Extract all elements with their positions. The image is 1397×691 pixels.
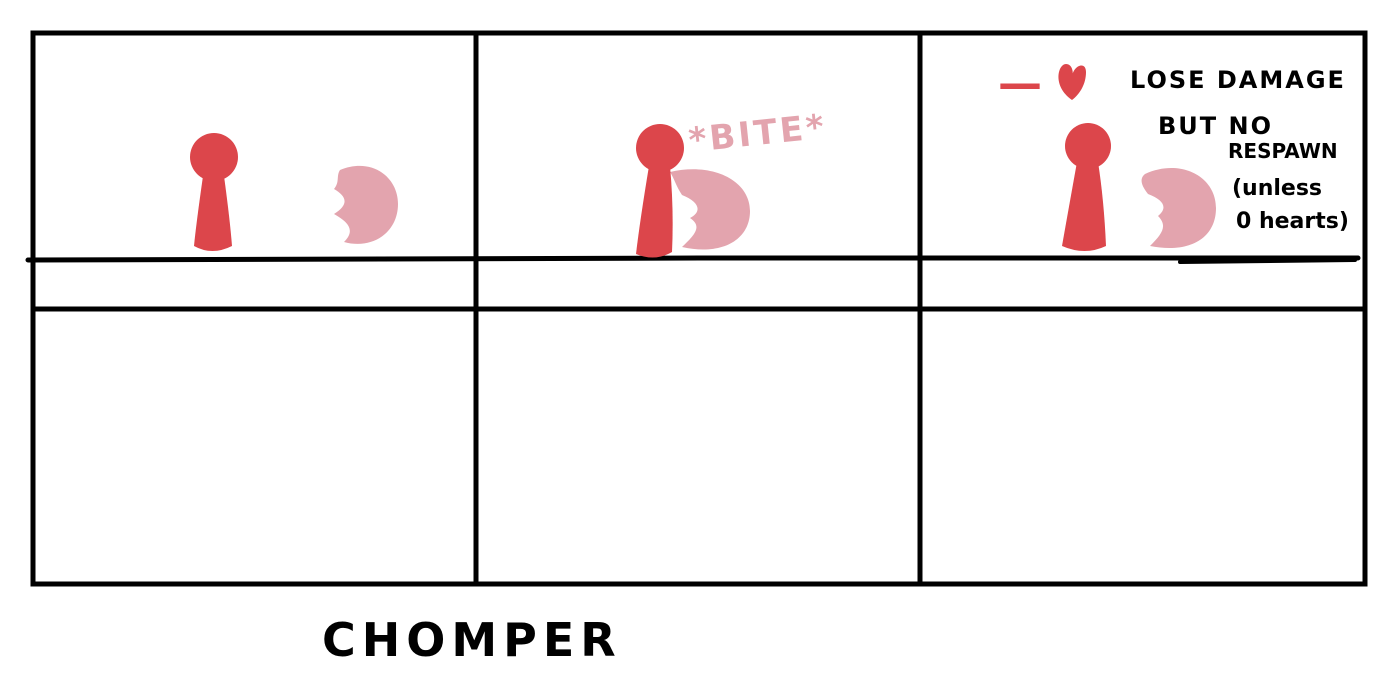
rule-note-line-2: BUT NO — [1158, 112, 1273, 140]
rule-note-line-3: RESPAWN — [1228, 139, 1338, 163]
player-figure-icon — [636, 124, 684, 258]
rule-note: LOSE DAMAGE BUT NO RESPAWN (unless 0 hea… — [1130, 66, 1349, 234]
chomper-icon — [670, 169, 750, 250]
storyboard-title: CHOMPER — [322, 613, 622, 667]
player-figure-icon — [1062, 123, 1111, 251]
chomper-icon — [334, 165, 398, 244]
chomper-icon — [1141, 168, 1216, 249]
rule-note-line-5: 0 hearts) — [1236, 209, 1349, 234]
panel-2: *BITE* — [636, 107, 829, 258]
panel-3: — LOSE DAMAGE BUT NO RESPAWN (unless 0 h… — [998, 58, 1349, 251]
ground-shadow-stroke — [1178, 258, 1357, 264]
heart-icon — [1058, 64, 1086, 100]
panel-1 — [190, 133, 398, 251]
rule-note-line-1: LOSE DAMAGE — [1130, 66, 1346, 94]
ground-line — [25, 255, 1361, 263]
heart-loss-label: — — [998, 58, 1042, 109]
player-figure-icon — [190, 133, 238, 251]
storyboard-grid — [30, 30, 1368, 587]
rule-note-line-4: (unless — [1232, 176, 1322, 201]
bite-sound-effect: *BITE* — [687, 107, 829, 161]
